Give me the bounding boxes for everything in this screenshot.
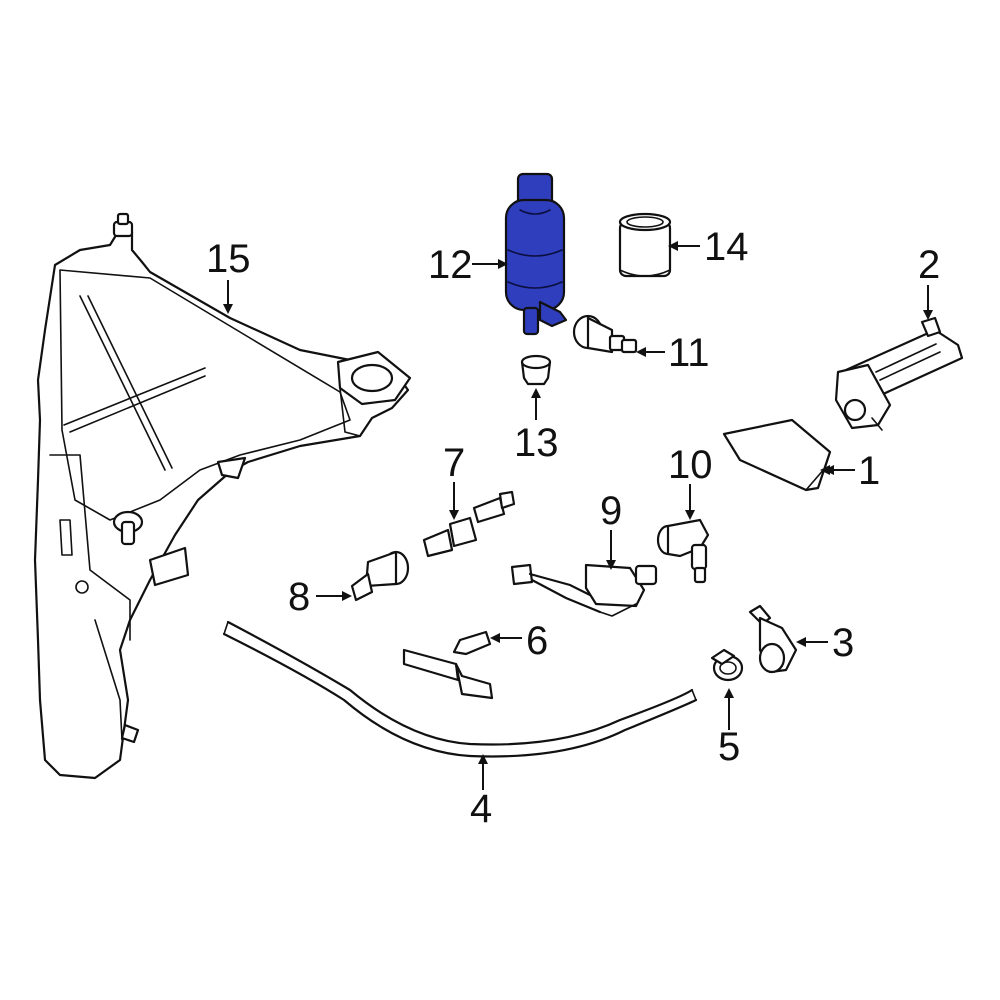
callout-14: 14: [704, 225, 749, 269]
callout-arrows: [223, 241, 933, 790]
callout-10: 10: [668, 443, 713, 487]
callout-1: 1: [858, 449, 880, 493]
part-12-washer-pump[interactable]: [504, 172, 568, 336]
part-7-connector[interactable]: [422, 490, 516, 558]
callout-3: 3: [832, 621, 854, 665]
callout-15: 15: [206, 237, 251, 281]
callout-2: 2: [918, 243, 940, 287]
part-9-pipe[interactable]: [510, 563, 658, 617]
callout-6: 6: [526, 619, 548, 663]
callout-9: 9: [600, 489, 622, 533]
callout-5: 5: [718, 725, 740, 769]
part-6-t-connector[interactable]: [402, 630, 494, 700]
part-4-hose[interactable]: [222, 620, 698, 758]
part-5-clamp[interactable]: [710, 648, 744, 682]
part-10-elbow[interactable]: [656, 518, 710, 584]
part-11-connector[interactable]: [572, 314, 638, 354]
callout-4: 4: [470, 787, 492, 831]
callout-11: 11: [668, 331, 710, 375]
part-15-reservoir[interactable]: [33, 212, 412, 780]
callout-12: 12: [428, 243, 473, 287]
part-8-connector[interactable]: [350, 550, 410, 602]
part-3-elbow[interactable]: [748, 604, 798, 674]
callout-7: 7: [443, 441, 465, 485]
part-13-grommet[interactable]: [520, 354, 552, 386]
part-14-sleeve[interactable]: [618, 212, 672, 278]
callout-13: 13: [514, 421, 559, 465]
part-2-nozzle[interactable]: [834, 316, 964, 431]
part-1-cover[interactable]: [722, 418, 832, 492]
callout-8: 8: [288, 575, 310, 619]
callout-labels: 1 2 3 4 5 6 7 8 9 10 11 12 13 14 15: [206, 225, 940, 831]
